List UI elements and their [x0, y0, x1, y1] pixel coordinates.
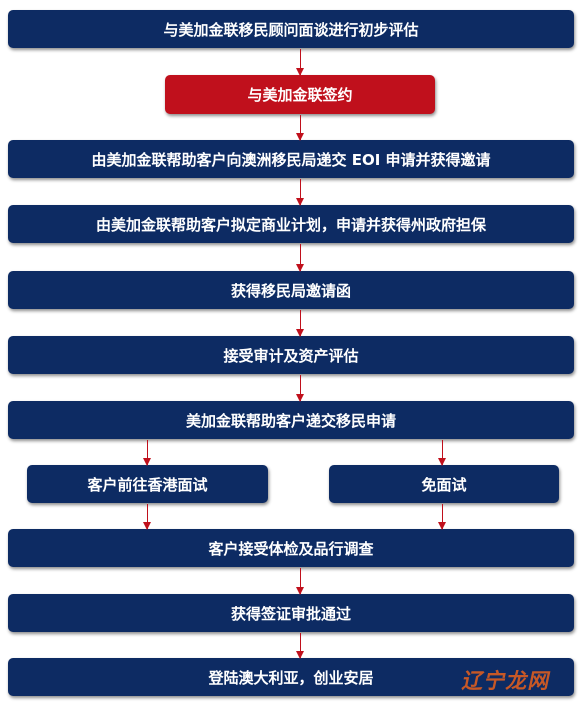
arrow-down — [296, 310, 304, 337]
arrow-down — [296, 244, 304, 272]
step-land-australia: 登陆澳大利亚，创业安居 — [8, 658, 574, 696]
step-medical-character: 客户接受体检及品行调查 — [8, 529, 574, 567]
arrow-down-left-merge — [143, 504, 151, 530]
step-submit-application: 美加金联帮助客户递交移民申请 — [8, 401, 574, 439]
step-visa-approved: 获得签证审批通过 — [8, 594, 574, 632]
step-submit-eoi: 由美加金联帮助客户向澳洲移民局递交 EOI 申请并获得邀请 — [8, 140, 574, 178]
step-business-plan: 由美加金联帮助客户拟定商业计划，申请并获得州政府担保 — [8, 205, 574, 243]
arrow-down — [296, 568, 304, 595]
watermark-logo: 辽宁龙网 — [460, 669, 554, 693]
step-no-interview: 免面试 — [329, 465, 559, 503]
arrow-down-right-merge — [438, 504, 446, 530]
arrow-down — [296, 633, 304, 659]
arrow-down — [296, 115, 304, 141]
arrow-down — [296, 49, 304, 76]
arrow-down — [296, 375, 304, 402]
arrow-down-left-branch — [143, 440, 151, 466]
step-initial-assessment: 与美加金联移民顾问面谈进行初步评估 — [8, 10, 574, 48]
arrow-down — [296, 179, 304, 206]
arrow-down-right-branch — [438, 440, 446, 466]
step-sign-contract: 与美加金联签约 — [165, 75, 435, 114]
step-audit-assessment: 接受审计及资产评估 — [8, 336, 574, 374]
step-hk-interview: 客户前往香港面试 — [27, 465, 268, 503]
step-invitation-letter: 获得移民局邀请函 — [8, 271, 574, 309]
